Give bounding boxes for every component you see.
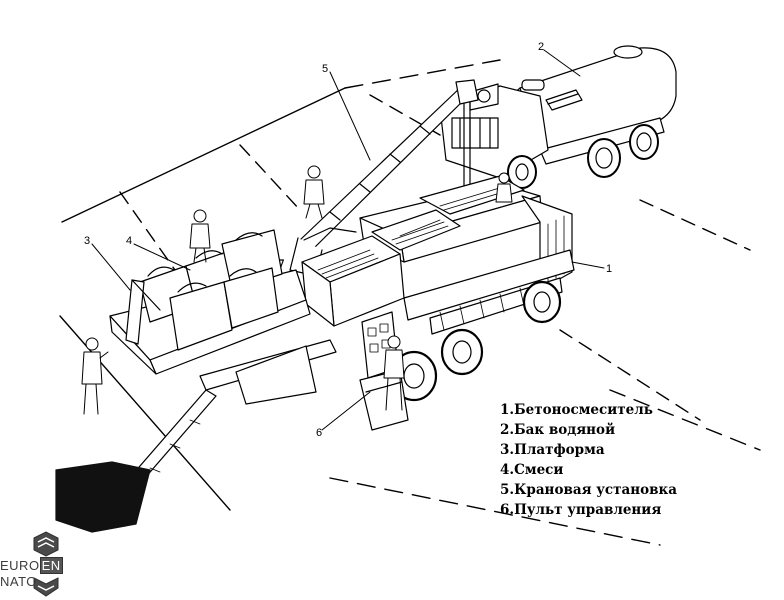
worker-operator — [383, 335, 405, 411]
legend-item-4: 4.Смеси — [500, 462, 564, 478]
callout-5: 5 — [322, 63, 328, 75]
euroennato-logo-icon — [33, 531, 59, 597]
legend: 1.Бетоносмеситель 2.Бак водяной 3.Платфо… — [500, 400, 700, 520]
logo-text-en: EN — [39, 557, 63, 574]
concrete-mixer-truck — [220, 175, 575, 431]
logo-text-nato: NATO — [0, 574, 37, 589]
workers — [81, 165, 513, 415]
legend-item-1: 1.Бетоносмеситель — [500, 402, 653, 418]
worker-left — [81, 337, 109, 415]
callout-6: 6 — [316, 427, 322, 439]
leader-lines — [91, 49, 605, 431]
ground-pile — [55, 461, 151, 533]
worker-bags — [189, 209, 211, 263]
platform-with-bags — [109, 229, 311, 375]
legend-item-3: 3.Платформа — [500, 442, 605, 458]
logo-text-euro: EURO — [0, 558, 40, 573]
water-tank-truck — [439, 45, 677, 189]
legend-item-6: 6.Пульт управления — [500, 502, 662, 518]
callout-4: 4 — [126, 235, 132, 247]
worker-crane — [303, 165, 325, 219]
legend-item-5: 5.Крановая установка — [500, 482, 677, 498]
legend-item-2: 2.Бак водяной — [500, 422, 616, 438]
worker-tank — [495, 172, 513, 203]
callout-1: 1 — [606, 263, 612, 275]
material-bags — [139, 229, 283, 351]
callout-2: 2 — [538, 41, 544, 53]
callout-3: 3 — [84, 235, 90, 247]
